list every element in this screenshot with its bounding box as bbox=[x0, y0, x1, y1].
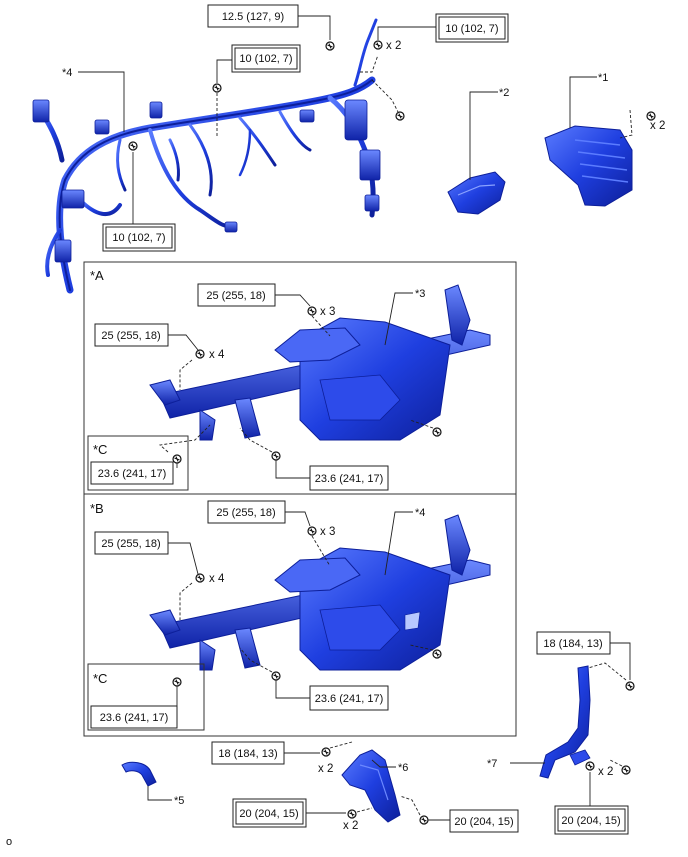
torque-label-bracket-bottom-right: 20 (204, 15) bbox=[454, 816, 513, 828]
torque-label-top-nut: 12.5 (127, 9) bbox=[222, 11, 284, 23]
callout-duct-1: *1 bbox=[598, 72, 608, 84]
harness-connectors bbox=[32, 99, 381, 263]
torque-label-bracket-top: 18 (184, 13) bbox=[218, 748, 277, 760]
torque-label-top-middle-bolt: 10 (102, 7) bbox=[239, 53, 292, 65]
part-7-brace bbox=[539, 665, 591, 779]
qty-a-top: x 3 bbox=[320, 306, 335, 318]
torque-box-top-nut: 12.5 (127, 9) bbox=[207, 4, 299, 28]
torque-label-brace-top: 18 (184, 13) bbox=[543, 638, 602, 650]
torque-box-a-c: 23.6 (241, 17) bbox=[90, 461, 174, 485]
panel-c-frame-b bbox=[87, 663, 205, 731]
torque-label-a-bottom: 23.6 (241, 17) bbox=[315, 473, 384, 485]
callout-reinforcement-a: *3 bbox=[415, 288, 425, 300]
torque-box-brace-top: 18 (184, 13) bbox=[536, 631, 611, 655]
qty-top-bolt: x 2 bbox=[386, 40, 401, 52]
torque-label-top-right-bolt: 10 (102, 7) bbox=[445, 23, 498, 35]
torque-box-top-right-bolt: 10 (102, 7) bbox=[435, 13, 509, 43]
torque-label-b-left: 25 (255, 18) bbox=[101, 538, 160, 550]
torque-box-brace-bottom: 20 (204, 15) bbox=[554, 805, 629, 835]
duct-part-2 bbox=[447, 171, 506, 215]
callout-duct-2: *2 bbox=[499, 87, 509, 99]
qty-bracket-bottom: x 2 bbox=[343, 820, 358, 832]
torque-box-bracket-bottom-left: 20 (204, 15) bbox=[232, 798, 307, 828]
callout-part-6: *6 bbox=[398, 762, 408, 774]
torque-box-bracket-top: 18 (184, 13) bbox=[211, 741, 285, 765]
reinforcement-assembly-b bbox=[149, 514, 491, 671]
torque-label-brace-bottom: 20 (204, 15) bbox=[561, 815, 620, 827]
qty-bracket-top: x 2 bbox=[318, 763, 333, 775]
panel-label-c-a: *C bbox=[93, 442, 107, 457]
qty-b-left: x 4 bbox=[209, 573, 225, 585]
torque-box-b-bottom: 23.6 (241, 17) bbox=[309, 685, 389, 711]
duct-part-1 bbox=[544, 125, 633, 207]
qty-b-top: x 3 bbox=[320, 526, 335, 538]
panel-label-c-b: *C bbox=[93, 671, 107, 686]
torque-box-bracket-bottom-right: 20 (204, 15) bbox=[449, 809, 519, 833]
torque-label-bracket-bottom-left: 20 (204, 15) bbox=[239, 808, 298, 820]
diagram-code: o bbox=[6, 836, 12, 848]
part-6-bracket bbox=[341, 749, 401, 823]
leader-lines bbox=[78, 15, 633, 821]
torque-label-b-top: 25 (255, 18) bbox=[216, 507, 275, 519]
qty-brace: x 2 bbox=[598, 766, 613, 778]
torque-box-a-left: 25 (255, 18) bbox=[94, 323, 169, 347]
torque-label-a-left: 25 (255, 18) bbox=[101, 330, 160, 342]
wire-harness bbox=[37, 18, 378, 294]
panel-b-frame bbox=[83, 493, 517, 737]
reinforcement-assembly-a bbox=[149, 284, 491, 441]
callout-part-7: *7 bbox=[487, 758, 497, 770]
qty-duct-screw: x 2 bbox=[650, 120, 665, 132]
torque-box-a-bottom: 23.6 (241, 17) bbox=[309, 465, 389, 491]
callout-harness: *4 bbox=[62, 67, 72, 79]
torque-label-left-harness-bolt: 10 (102, 7) bbox=[112, 232, 165, 244]
callout-reinforcement-b: *4 bbox=[415, 507, 425, 519]
panel-label-a: *A bbox=[90, 268, 104, 283]
part-5-hose bbox=[121, 761, 157, 787]
torque-box-b-left: 25 (255, 18) bbox=[94, 531, 169, 555]
panel-c-frame-a bbox=[87, 435, 189, 491]
torque-label-a-top: 25 (255, 18) bbox=[206, 290, 265, 302]
torque-box-b-top: 25 (255, 18) bbox=[207, 500, 286, 524]
torque-box-b-c: 23.6 (241, 17) bbox=[90, 705, 178, 729]
panel-label-b: *B bbox=[90, 501, 104, 516]
torque-label-b-c: 23.6 (241, 17) bbox=[100, 712, 169, 724]
torque-label-a-c: 23.6 (241, 17) bbox=[98, 468, 167, 480]
torque-box-a-top: 25 (255, 18) bbox=[197, 283, 276, 307]
qty-a-left: x 4 bbox=[209, 349, 225, 361]
torque-box-left-harness-bolt: 10 (102, 7) bbox=[102, 223, 176, 252]
torque-label-b-bottom: 23.6 (241, 17) bbox=[315, 693, 384, 705]
torque-box-top-middle-bolt: 10 (102, 7) bbox=[231, 44, 301, 73]
callout-part-5: *5 bbox=[174, 795, 184, 807]
